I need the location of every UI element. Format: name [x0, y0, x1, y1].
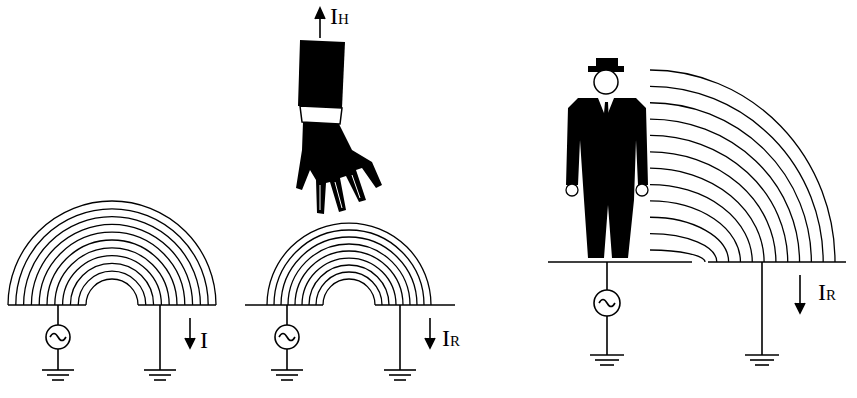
field-line: [24, 217, 201, 305]
field-line: [650, 217, 729, 262]
field-line: [16, 209, 208, 305]
current-label: I: [200, 328, 208, 352]
field-line: [55, 248, 169, 305]
hand: [296, 40, 382, 214]
field-line: [650, 152, 776, 262]
field-lines: [267, 223, 431, 305]
field-line: [267, 223, 431, 305]
field-line: [70, 263, 153, 305]
field-line: [650, 250, 705, 262]
field-line: [650, 234, 717, 262]
field-line: [8, 201, 216, 305]
field-line: [302, 258, 396, 305]
field-line: [316, 272, 382, 305]
field-line: [650, 185, 752, 262]
field-line: [650, 119, 800, 262]
field-line: [78, 271, 146, 305]
field-line: [650, 168, 764, 262]
field-line: [323, 279, 375, 305]
field-line: [295, 251, 403, 305]
field-line: [63, 256, 162, 305]
man: [566, 58, 648, 258]
field-line: [650, 70, 835, 262]
field-line: [288, 244, 410, 305]
wiring: [8, 8, 846, 380]
field-line: [309, 265, 389, 305]
field-line: [47, 240, 177, 305]
field-lines: [650, 70, 835, 262]
current-label: IR: [442, 326, 460, 350]
field-line: [650, 135, 788, 262]
field-line: [650, 103, 811, 262]
current-label: IH: [330, 4, 349, 28]
current-label: IR: [818, 280, 836, 304]
field-line: [86, 279, 138, 305]
field-line: [650, 86, 823, 262]
field-lines: [8, 201, 216, 305]
